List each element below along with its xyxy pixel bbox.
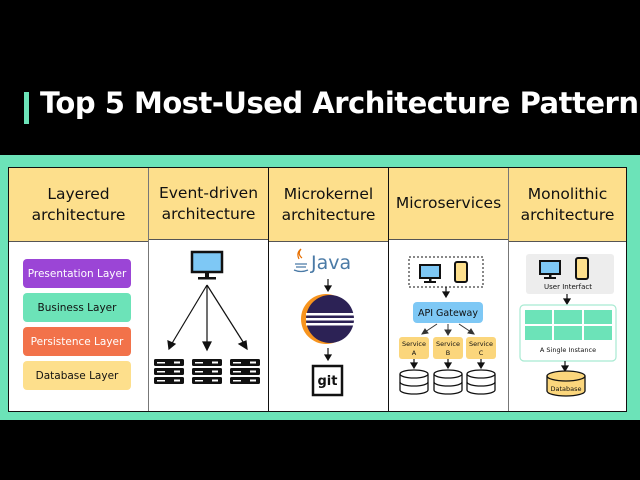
monitor-icon [190, 250, 224, 280]
header-line-1: Microkernel [283, 184, 374, 203]
arrow-eclipse-to-git [323, 348, 333, 362]
phone-icon [575, 257, 589, 280]
header-line-1: Monolithic [527, 184, 608, 203]
database-label: Database [550, 385, 581, 393]
header-line-1: Microservices [395, 194, 502, 212]
arrow-ui-to-instance [562, 294, 572, 306]
service-b: Service B [433, 337, 463, 359]
monitor-icon [539, 260, 561, 279]
persistence-layer: Persistence Layer [23, 327, 131, 356]
arrow-clients-to-gateway [441, 287, 451, 299]
title-accent-bar [24, 92, 29, 124]
service-label: Service [402, 340, 426, 348]
business-layer: Business Layer [23, 293, 131, 322]
api-gateway [413, 302, 483, 323]
server-icon [230, 359, 260, 384]
presentation-layer: Presentation Layer [23, 259, 131, 288]
database-icon [546, 370, 586, 397]
git-icon: git [311, 364, 344, 397]
service-a: Service A [399, 337, 429, 359]
service-letter: C [479, 349, 484, 357]
database-layer: Database Layer [23, 361, 131, 390]
java-cup-icon [293, 248, 309, 273]
service-label: Service [436, 340, 460, 348]
header-line-2: architecture [281, 205, 376, 224]
service-letter: B [446, 349, 450, 357]
header-monolithic: Monolithic architecture [509, 168, 626, 242]
service-label: Service [469, 340, 493, 348]
arrow-java-to-eclipse [323, 279, 333, 293]
api-gateway-label: API Gateway [418, 308, 478, 319]
header-line-2: architecture [31, 205, 126, 224]
phone-icon [454, 261, 468, 283]
patterns-table: Layered architecture Presentation Layer B… [8, 167, 627, 412]
event-arrows [167, 284, 248, 352]
database-icon [399, 369, 429, 395]
database-icon [433, 369, 463, 395]
user-interface-label: User Interfact [544, 283, 592, 291]
server-icon [154, 359, 184, 384]
server-icon [192, 359, 222, 384]
database-icon [466, 369, 496, 395]
header-line-2: architecture [520, 205, 615, 224]
gateway-arrows [421, 323, 475, 336]
page-title: Top 5 Most-Used Architecture Patterns [40, 86, 640, 120]
service-db-arrows [409, 359, 486, 370]
git-label: git [318, 374, 338, 389]
header-event-driven: Event-driven architecture [149, 168, 268, 240]
column-event-driven: Event-driven architecture [148, 168, 268, 411]
monitor-icon [419, 264, 441, 283]
header-microservices: Microservices [389, 168, 508, 240]
service-c: Service C [466, 337, 496, 359]
header-line-2: architecture [161, 204, 256, 223]
event-driven-diagram [154, 250, 260, 384]
header-line-1: Layered [47, 184, 110, 203]
single-instance-label: A Single Instance [540, 346, 596, 354]
service-letter: A [412, 349, 417, 357]
column-microservices: Microservices API Gateway S [388, 168, 508, 411]
microkernel-diagram: Java git [293, 248, 354, 397]
header-microkernel: Microkernel architecture [269, 168, 388, 242]
monolithic-diagram: User Interfact A Single Instance Databas… [519, 254, 617, 397]
instance-modules [525, 310, 612, 340]
column-monolithic: Monolithic architecture User Interfact A … [508, 168, 626, 411]
eclipse-icon [301, 294, 354, 344]
java-logo-text: Java [310, 252, 351, 274]
microservices-diagram: API Gateway Service A Service B Service … [399, 256, 496, 395]
column-microkernel: Microkernel architecture Java [268, 168, 388, 411]
header-line-1: Event-driven [158, 183, 259, 202]
header-layered: Layered architecture [9, 168, 148, 242]
arrow-instance-to-db [560, 361, 570, 373]
column-layered: Layered architecture Presentation Layer B… [9, 168, 148, 411]
